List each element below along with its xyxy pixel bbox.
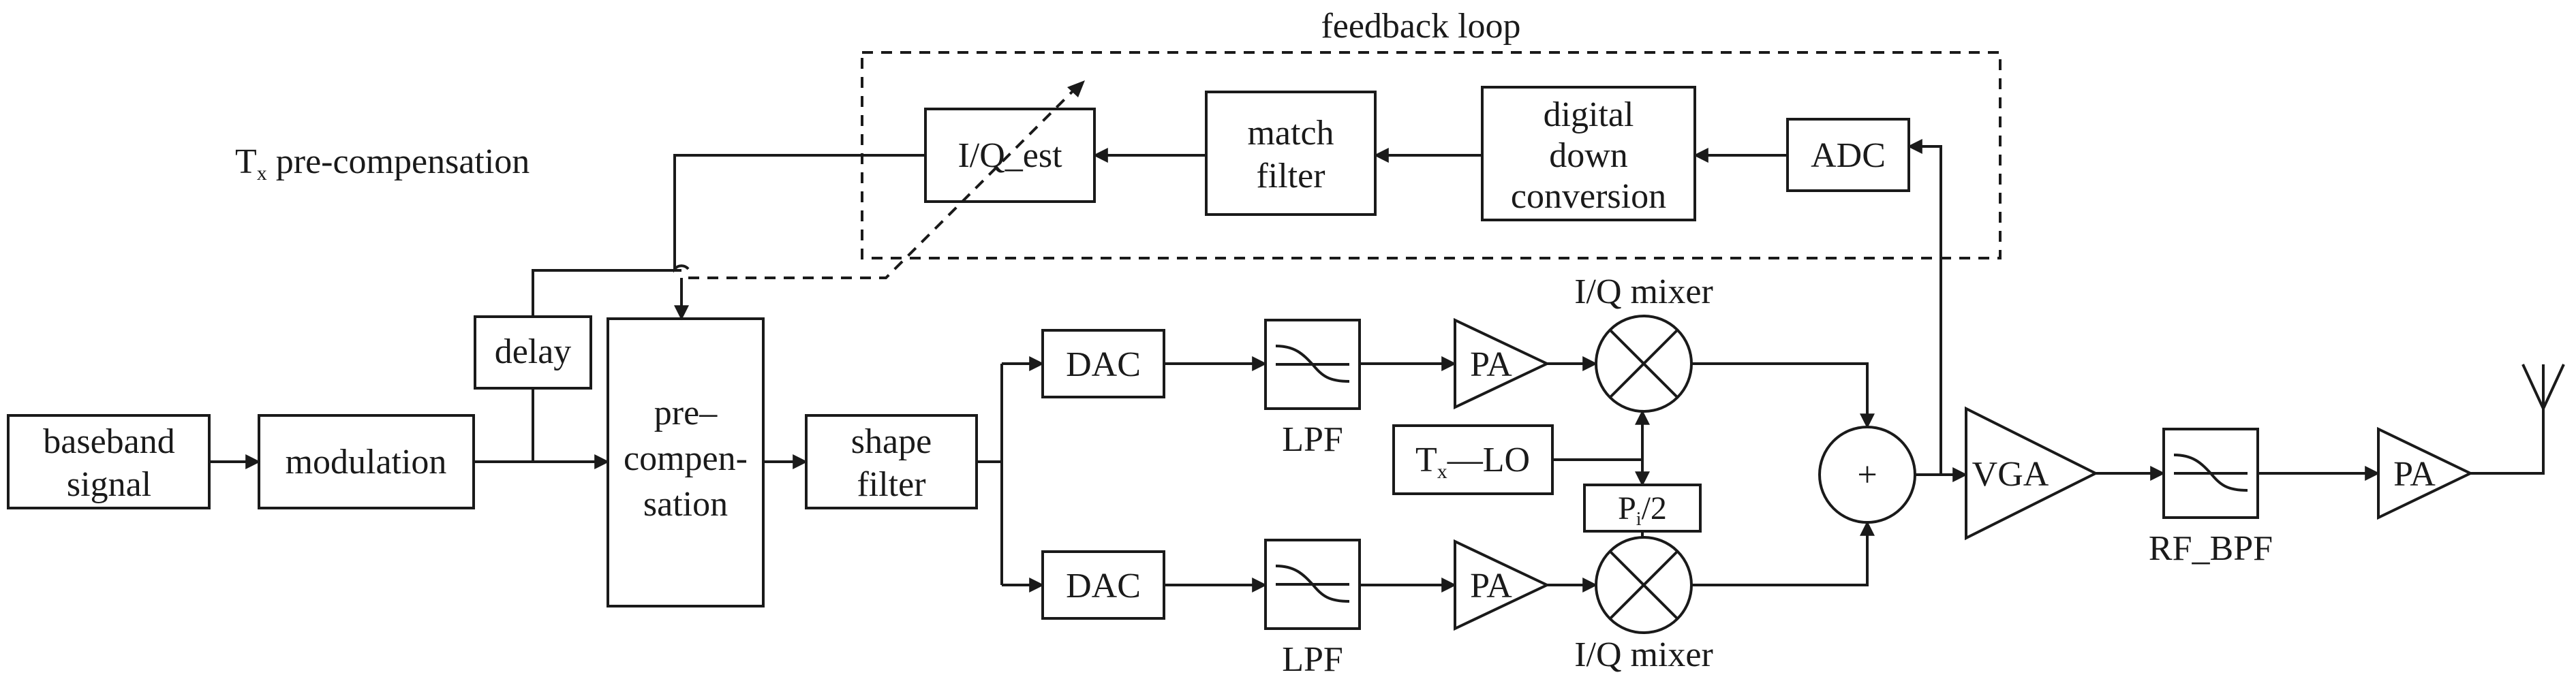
phase-shifter-block: Pi/2 xyxy=(1583,484,1702,533)
delay-label: delay xyxy=(495,332,572,371)
digital-down-conversion-block: digital down conversion xyxy=(1481,86,1696,221)
pa-output-amplifier: PA xyxy=(2377,426,2474,520)
pa-bottom-amplifier: PA xyxy=(1454,539,1550,631)
iq-mixer-bottom-label: I/Q mixer xyxy=(1574,635,1713,674)
phase-shifter-label: Pi/2 xyxy=(1618,490,1667,530)
shape-filter-label-line2: filter xyxy=(857,465,925,504)
adc-block: ADC xyxy=(1786,118,1910,192)
ddc-label-line3: conversion xyxy=(1511,177,1666,216)
summing-junction: + xyxy=(1818,426,1916,524)
dac-bottom-label: DAC xyxy=(1066,567,1141,605)
dac-top-block: DAC xyxy=(1041,329,1165,398)
iq-mixer-bottom: I/Q mixer xyxy=(1574,536,1713,674)
lpf-top-label: LPF xyxy=(1282,420,1343,459)
rf-bpf-block: RF_BPF xyxy=(2149,428,2273,568)
iq-est-block: I/Q_est xyxy=(924,108,1096,203)
adjustment-arrowhead xyxy=(1067,80,1085,97)
delay-block: delay xyxy=(474,315,592,390)
baseband-signal-label-line1: baseband xyxy=(43,422,174,461)
match-filter-label-line1: match xyxy=(1247,114,1334,153)
dac-bottom-block: DAC xyxy=(1041,550,1165,620)
shape-filter-block: shape filter xyxy=(805,414,978,509)
multiplier-cross-icon xyxy=(1595,315,1693,413)
iq-mixer-top: I/Q mixer xyxy=(1574,272,1713,413)
tx-lo-label: Tx—LO xyxy=(1415,441,1530,483)
pa-bottom-label: PA xyxy=(1470,567,1512,605)
match-filter-label-line2: filter xyxy=(1256,157,1325,195)
iq-mixer-top-label: I/Q mixer xyxy=(1574,272,1713,311)
dac-top-label: DAC xyxy=(1066,345,1141,384)
baseband-signal-block: baseband signal xyxy=(7,414,211,509)
pre-compensation-label-line2: compen- xyxy=(624,439,748,478)
vga-amplifier: VGA xyxy=(1965,406,2099,541)
lpf-bottom-block: LPF xyxy=(1264,539,1361,679)
modulation-block: modulation xyxy=(258,414,475,509)
shape-filter-label-line1: shape xyxy=(851,422,932,461)
adc-label: ADC xyxy=(1811,136,1886,175)
tx-lo-block: Tx—LO xyxy=(1392,424,1554,495)
lowpass-filter-icon xyxy=(1275,565,1350,603)
match-filter-block: match filter xyxy=(1205,91,1377,216)
modulation-label: modulation xyxy=(286,443,447,481)
lowpass-filter-icon xyxy=(1275,345,1350,383)
vga-label: VGA xyxy=(1972,455,2049,494)
summing-junction-symbol: + xyxy=(1857,456,1877,494)
pa-top-label: PA xyxy=(1470,345,1512,384)
antenna-icon xyxy=(2470,364,2565,475)
pre-compensation-block: pre– compen- sation xyxy=(607,317,765,607)
pre-compensation-label-line1: pre– xyxy=(654,394,718,432)
pa-output-label: PA xyxy=(2393,455,2436,494)
adjustment-arrow xyxy=(688,86,1078,279)
ddc-label-line2: down xyxy=(1549,136,1628,175)
ddc-label-line1: digital xyxy=(1544,95,1634,134)
feedback-loop-title: feedback loop xyxy=(1321,7,1520,46)
pre-compensation-label-line3: sation xyxy=(643,485,728,524)
baseband-signal-label-line2: signal xyxy=(67,465,151,504)
multiplier-cross-icon xyxy=(1595,536,1693,634)
lpf-top-block: LPF xyxy=(1264,319,1361,459)
lowpass-filter-icon xyxy=(2173,454,2248,492)
signal-connections xyxy=(209,80,2380,593)
rf-bpf-label: RF_BPF xyxy=(2149,529,2273,568)
lpf-bottom-label: LPF xyxy=(1282,640,1343,679)
pa-top-amplifier: PA xyxy=(1454,317,1550,410)
tx-precompensation-label: Tx pre-compensation xyxy=(235,142,530,185)
